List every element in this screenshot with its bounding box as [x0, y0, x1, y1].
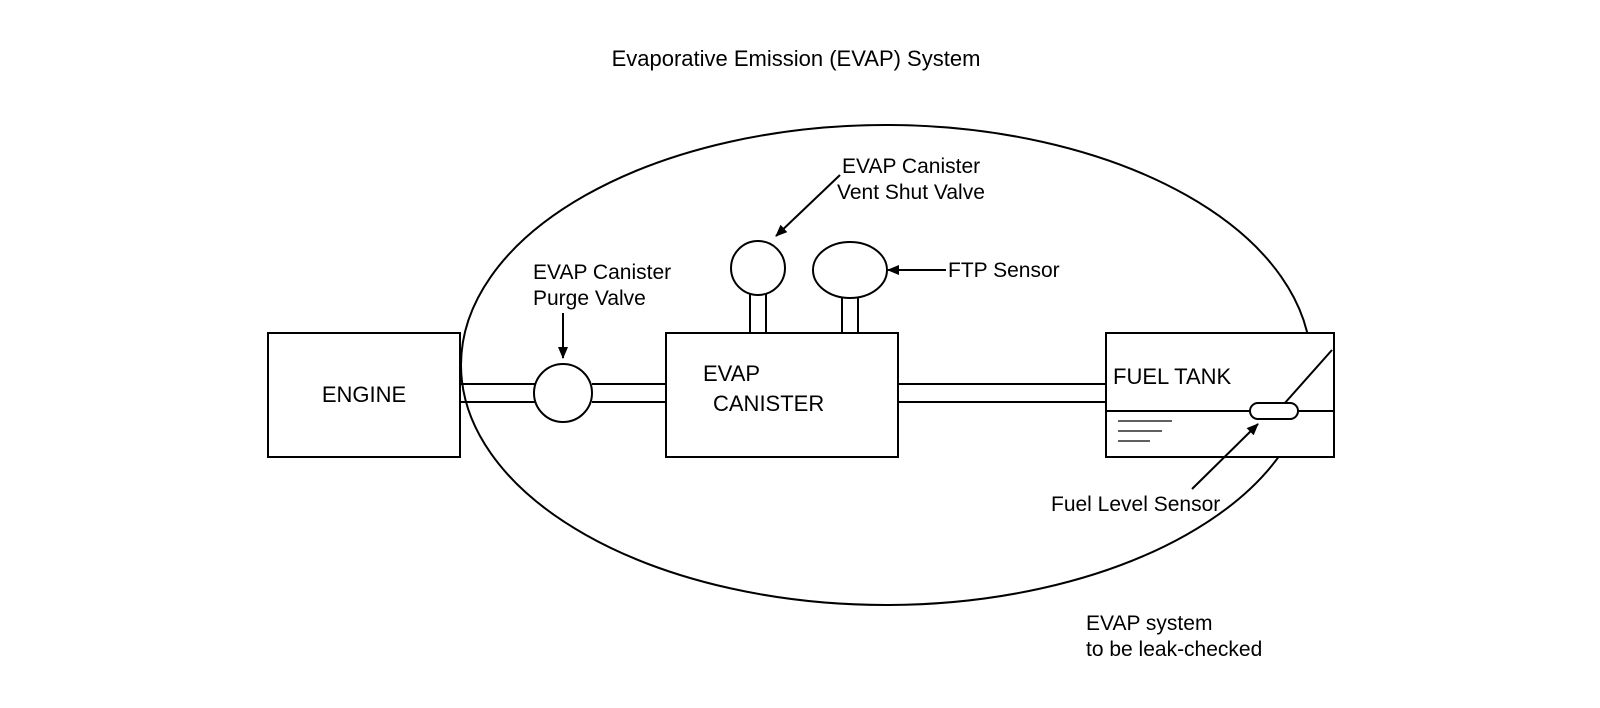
fuel-tank-label: FUEL TANK [1113, 364, 1232, 389]
evap-canister-box [665, 332, 899, 458]
engine-label: ENGINE [322, 382, 406, 407]
diagram-title: Evaporative Emission (EVAP) System [612, 46, 981, 71]
vent-valve-label-line2: Vent Shut Valve [837, 181, 985, 204]
canister-label-line2: CANISTER [713, 391, 824, 416]
vent-valve-label-line1: EVAP Canister [842, 155, 980, 178]
purge-valve-circle [533, 363, 593, 423]
vent-valve-callout-arrow [775, 174, 841, 237]
ftp-sensor-stem [841, 296, 859, 333]
fuel-tank-box [1105, 332, 1335, 458]
engine-box [267, 332, 461, 458]
ftp-sensor-ellipse [812, 241, 888, 299]
purge-valve-label-line1: EVAP Canister [533, 261, 671, 284]
fuel-level-sensor-callout-arrow [1191, 423, 1259, 490]
vent-valve-stem [749, 293, 767, 333]
purge-valve-label-line2: Purge Valve [533, 287, 646, 310]
fuel-level-float [1249, 402, 1299, 420]
vent-shut-valve-circle [730, 240, 786, 296]
canister-label-line1: EVAP [703, 361, 760, 386]
pipe-purge-valve-to-canister [592, 383, 666, 403]
pipe-canister-to-fuel-tank [898, 383, 1106, 403]
pipe-engine-to-purge-valve [460, 383, 538, 403]
leak-check-label-line1: EVAP system [1086, 612, 1212, 635]
fuel-ripple-marks [1118, 420, 1172, 442]
leak-check-label-line2: to be leak-checked [1086, 638, 1262, 661]
fuel-level-sensor-label: Fuel Level Sensor [1051, 493, 1220, 516]
fuel-level-float-arm [1283, 349, 1333, 405]
ftp-sensor-label: FTP Sensor [948, 259, 1060, 282]
